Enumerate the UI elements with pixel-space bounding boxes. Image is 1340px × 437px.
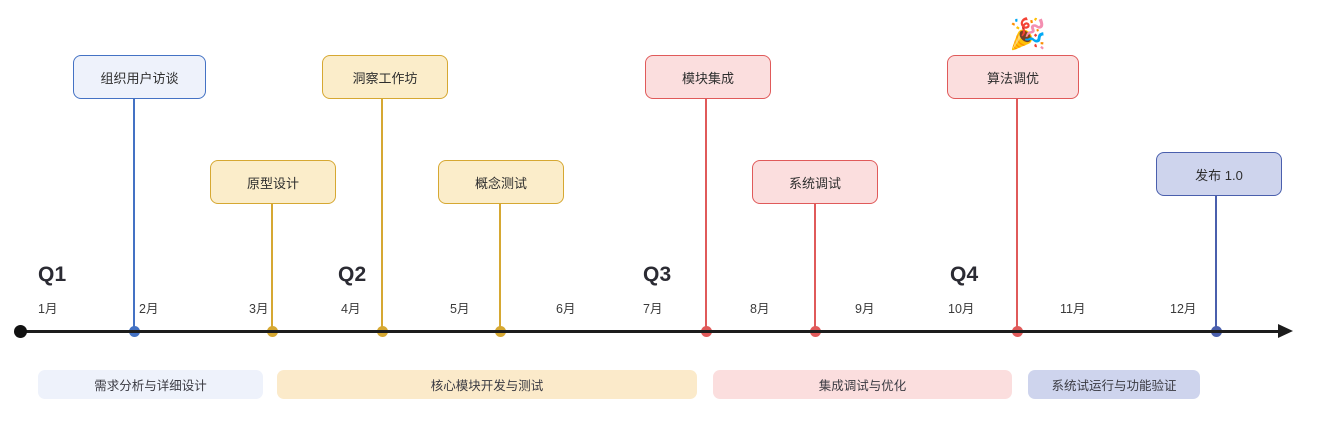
milestone-stem	[381, 99, 383, 332]
month-label: 8月	[750, 302, 770, 316]
timeline-axis	[20, 330, 1288, 333]
milestone-box[interactable]: 组织用户访谈	[73, 55, 206, 99]
month-label: 3月	[249, 302, 269, 316]
month-label: 4月	[341, 302, 361, 316]
month-label: 10月	[948, 302, 975, 316]
milestone-stem	[1016, 99, 1018, 332]
month-label: 9月	[855, 302, 875, 316]
phase-bar[interactable]: 集成调试与优化	[713, 370, 1012, 399]
phase-bar[interactable]: 需求分析与详细设计	[38, 370, 263, 399]
milestone-box[interactable]: 模块集成	[645, 55, 771, 99]
quarter-label: Q2	[338, 263, 367, 286]
milestone-box[interactable]: 概念测试	[438, 160, 564, 204]
quarter-label: Q3	[643, 263, 672, 286]
axis-arrow-icon	[1278, 324, 1293, 338]
phase-bar[interactable]: 系统试运行与功能验证	[1028, 370, 1200, 399]
milestone-box[interactable]: 发布 1.0	[1156, 152, 1282, 196]
phase-bar[interactable]: 核心模块开发与测试	[277, 370, 697, 399]
month-label: 1月	[38, 302, 58, 316]
axis-start-dot-icon	[14, 325, 27, 338]
month-label: 2月	[139, 302, 159, 316]
month-label: 6月	[556, 302, 576, 316]
milestone-box[interactable]: 系统调试	[752, 160, 878, 204]
quarter-label: Q1	[38, 263, 67, 286]
milestone-box[interactable]: 原型设计	[210, 160, 336, 204]
milestone-box[interactable]: 算法调优	[947, 55, 1079, 99]
quarter-label: Q4	[950, 263, 979, 286]
milestone-stem	[271, 204, 273, 332]
month-label: 11月	[1060, 302, 1086, 316]
month-label: 7月	[643, 302, 663, 316]
milestone-stem	[705, 99, 707, 332]
month-label: 12月	[1170, 302, 1197, 316]
milestone-stem	[133, 99, 135, 332]
milestone-stem	[1215, 196, 1217, 332]
milestone-stem	[814, 204, 816, 332]
party-popper-icon: 🎉	[1009, 18, 1047, 51]
month-label: 5月	[450, 302, 470, 316]
milestone-stem	[499, 204, 501, 332]
milestone-box[interactable]: 洞察工作坊	[322, 55, 448, 99]
